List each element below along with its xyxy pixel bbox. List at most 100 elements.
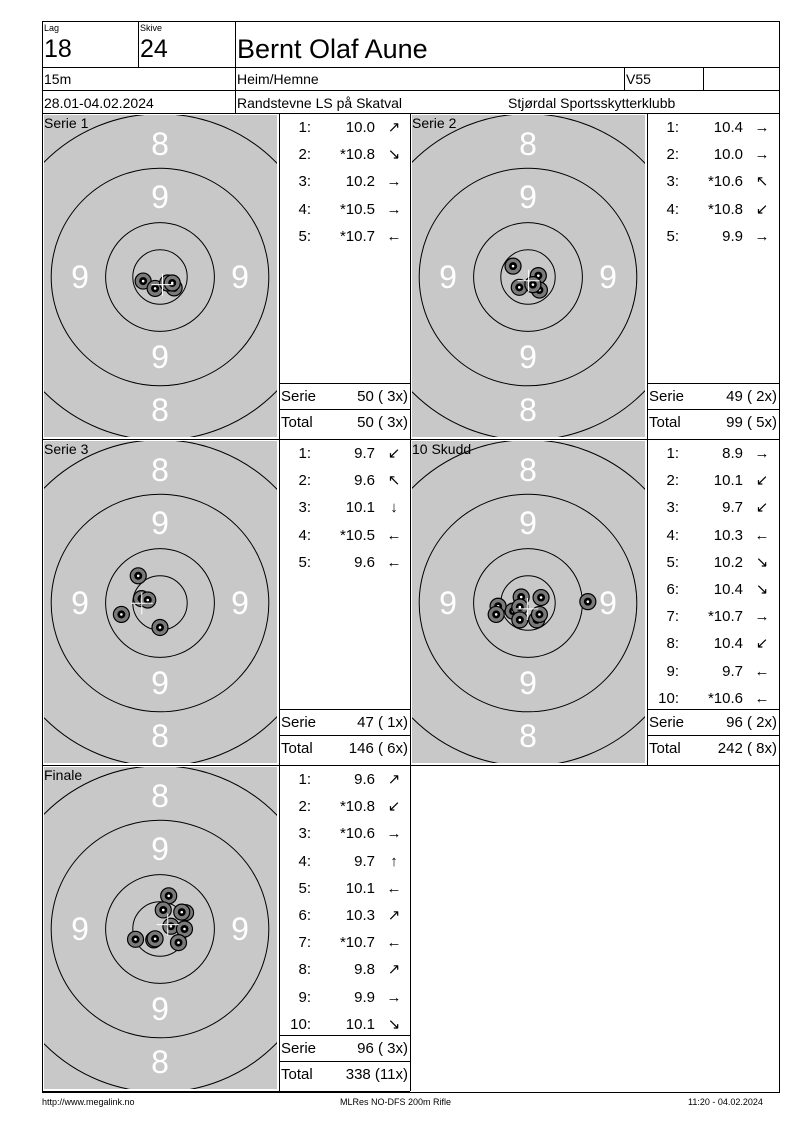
ring-number: 9	[439, 259, 457, 295]
total-value: 146 ( 6x)	[348, 740, 408, 757]
shot-direction-arrow-icon: →	[754, 227, 770, 245]
footer-timestamp: 11:20 - 04.02.2024	[688, 1097, 763, 1107]
ring-number: 9	[599, 585, 617, 621]
divider	[279, 409, 410, 410]
total-value: 50 ( 3x)	[357, 414, 408, 431]
shot-number: 2:	[666, 146, 679, 164]
shot-number: 1:	[666, 445, 679, 462]
shot-number: 10:	[658, 689, 679, 707]
shot-score: 9.7	[354, 445, 375, 462]
shot-direction-arrow-icon: ↓	[390, 499, 398, 517]
shot-number: 7:	[298, 934, 311, 952]
shot-hole	[129, 567, 147, 585]
shot-row: 3:9.7↙	[649, 499, 775, 516]
shot-score: 9.7	[354, 852, 375, 870]
shot-row: 1:9.6↗	[281, 771, 407, 788]
divider	[279, 735, 410, 736]
shot-number: 1:	[666, 119, 679, 136]
divider	[779, 113, 780, 439]
shot-row: 3: 10.1 ↓	[281, 499, 407, 516]
total-label: Total	[649, 740, 681, 757]
shot-score: *10.6	[707, 689, 743, 707]
shot-number: 2:	[298, 472, 311, 490]
shot-direction-arrow-icon: →	[754, 608, 770, 626]
shot-score: 9.8	[354, 961, 375, 979]
shot-row: 1:9.7↙	[281, 445, 407, 462]
shot-number: 9:	[666, 662, 679, 680]
shot-direction-arrow-icon: ←	[386, 553, 402, 571]
shot-row: 1:8.9→	[649, 445, 775, 462]
shot-number: 5:	[298, 879, 311, 897]
shot-hole	[151, 618, 169, 637]
total-value: 242 ( 8x)	[717, 740, 777, 757]
divider	[42, 439, 410, 440]
shot-direction-arrow-icon: ↘	[755, 581, 769, 598]
shot-score: 9.9	[354, 988, 375, 1006]
shot-direction-arrow-icon: ←	[386, 227, 402, 245]
shot-number: 2:	[298, 146, 311, 164]
ring-number: 8	[151, 126, 169, 162]
divider	[647, 409, 779, 410]
footer-software: MLRes NO-DFS 200m Rifle	[340, 1097, 452, 1107]
serie-label: Serie	[281, 1040, 317, 1057]
shot-row: 9:9.9→	[281, 989, 407, 1006]
dates: 28.01-04.02.2024	[44, 95, 154, 111]
series-title: Serie 3	[44, 441, 89, 457]
ring-number: 8	[151, 452, 169, 488]
divider	[42, 113, 780, 114]
shot-row: 5:9.9→	[649, 228, 775, 245]
shot-number: 8:	[666, 635, 679, 653]
shot-score: *10.8	[339, 798, 375, 816]
shot-score: 10.1	[345, 499, 375, 517]
target-ring	[500, 249, 556, 305]
serie-value: 96 ( 2x)	[726, 714, 777, 731]
shot-row: 2:10.1↙	[649, 472, 775, 489]
target-ring	[105, 222, 215, 332]
shot-number: 3:	[298, 499, 311, 517]
shot-row: 4:9.7↑	[281, 853, 407, 870]
serie-label: Serie	[281, 388, 317, 405]
total-value: 338 (11x)	[345, 1066, 408, 1083]
divider	[703, 67, 704, 90]
skive-label: Skive	[140, 23, 163, 33]
shot-score: *10.5	[339, 526, 375, 544]
shot-score: 10.3	[345, 907, 375, 924]
shot-direction-arrow-icon: →	[386, 825, 402, 843]
shot-number: 5:	[666, 553, 679, 571]
shot-row: 6:10.3↗	[281, 907, 407, 924]
divider	[279, 439, 280, 765]
shot-score: 10.4	[713, 581, 743, 598]
shot-hole	[530, 605, 549, 624]
shot-direction-arrow-icon: ↙	[387, 445, 401, 462]
divider	[42, 765, 410, 766]
ring-number: 9	[151, 831, 169, 867]
shot-number: 10:	[290, 1015, 311, 1033]
ring-number: 9	[151, 505, 169, 541]
skive-value: 24	[140, 35, 168, 63]
shot-score: 10.0	[713, 146, 743, 164]
shot-hole	[154, 901, 172, 919]
footer-url: http://www.megalink.no	[42, 1097, 135, 1107]
shot-score: *10.8	[339, 146, 375, 164]
shot-score: 8.9	[722, 445, 743, 462]
shot-number: 4:	[666, 526, 679, 544]
shot-hole	[504, 257, 522, 275]
serie-label: Serie	[649, 714, 685, 731]
serie-label: Serie	[281, 714, 317, 731]
shot-hole	[112, 605, 130, 624]
shot-number: 3:	[666, 499, 679, 517]
shot-direction-arrow-icon: ↗	[387, 119, 401, 136]
shot-direction-arrow-icon: ↘	[755, 553, 769, 571]
distance: 15m	[44, 71, 72, 87]
shot-score: *10.7	[339, 227, 375, 245]
divider	[279, 765, 280, 1091]
divider	[42, 67, 780, 68]
shot-number: 6:	[298, 907, 311, 924]
divider	[647, 709, 779, 710]
target-ring	[473, 222, 583, 332]
